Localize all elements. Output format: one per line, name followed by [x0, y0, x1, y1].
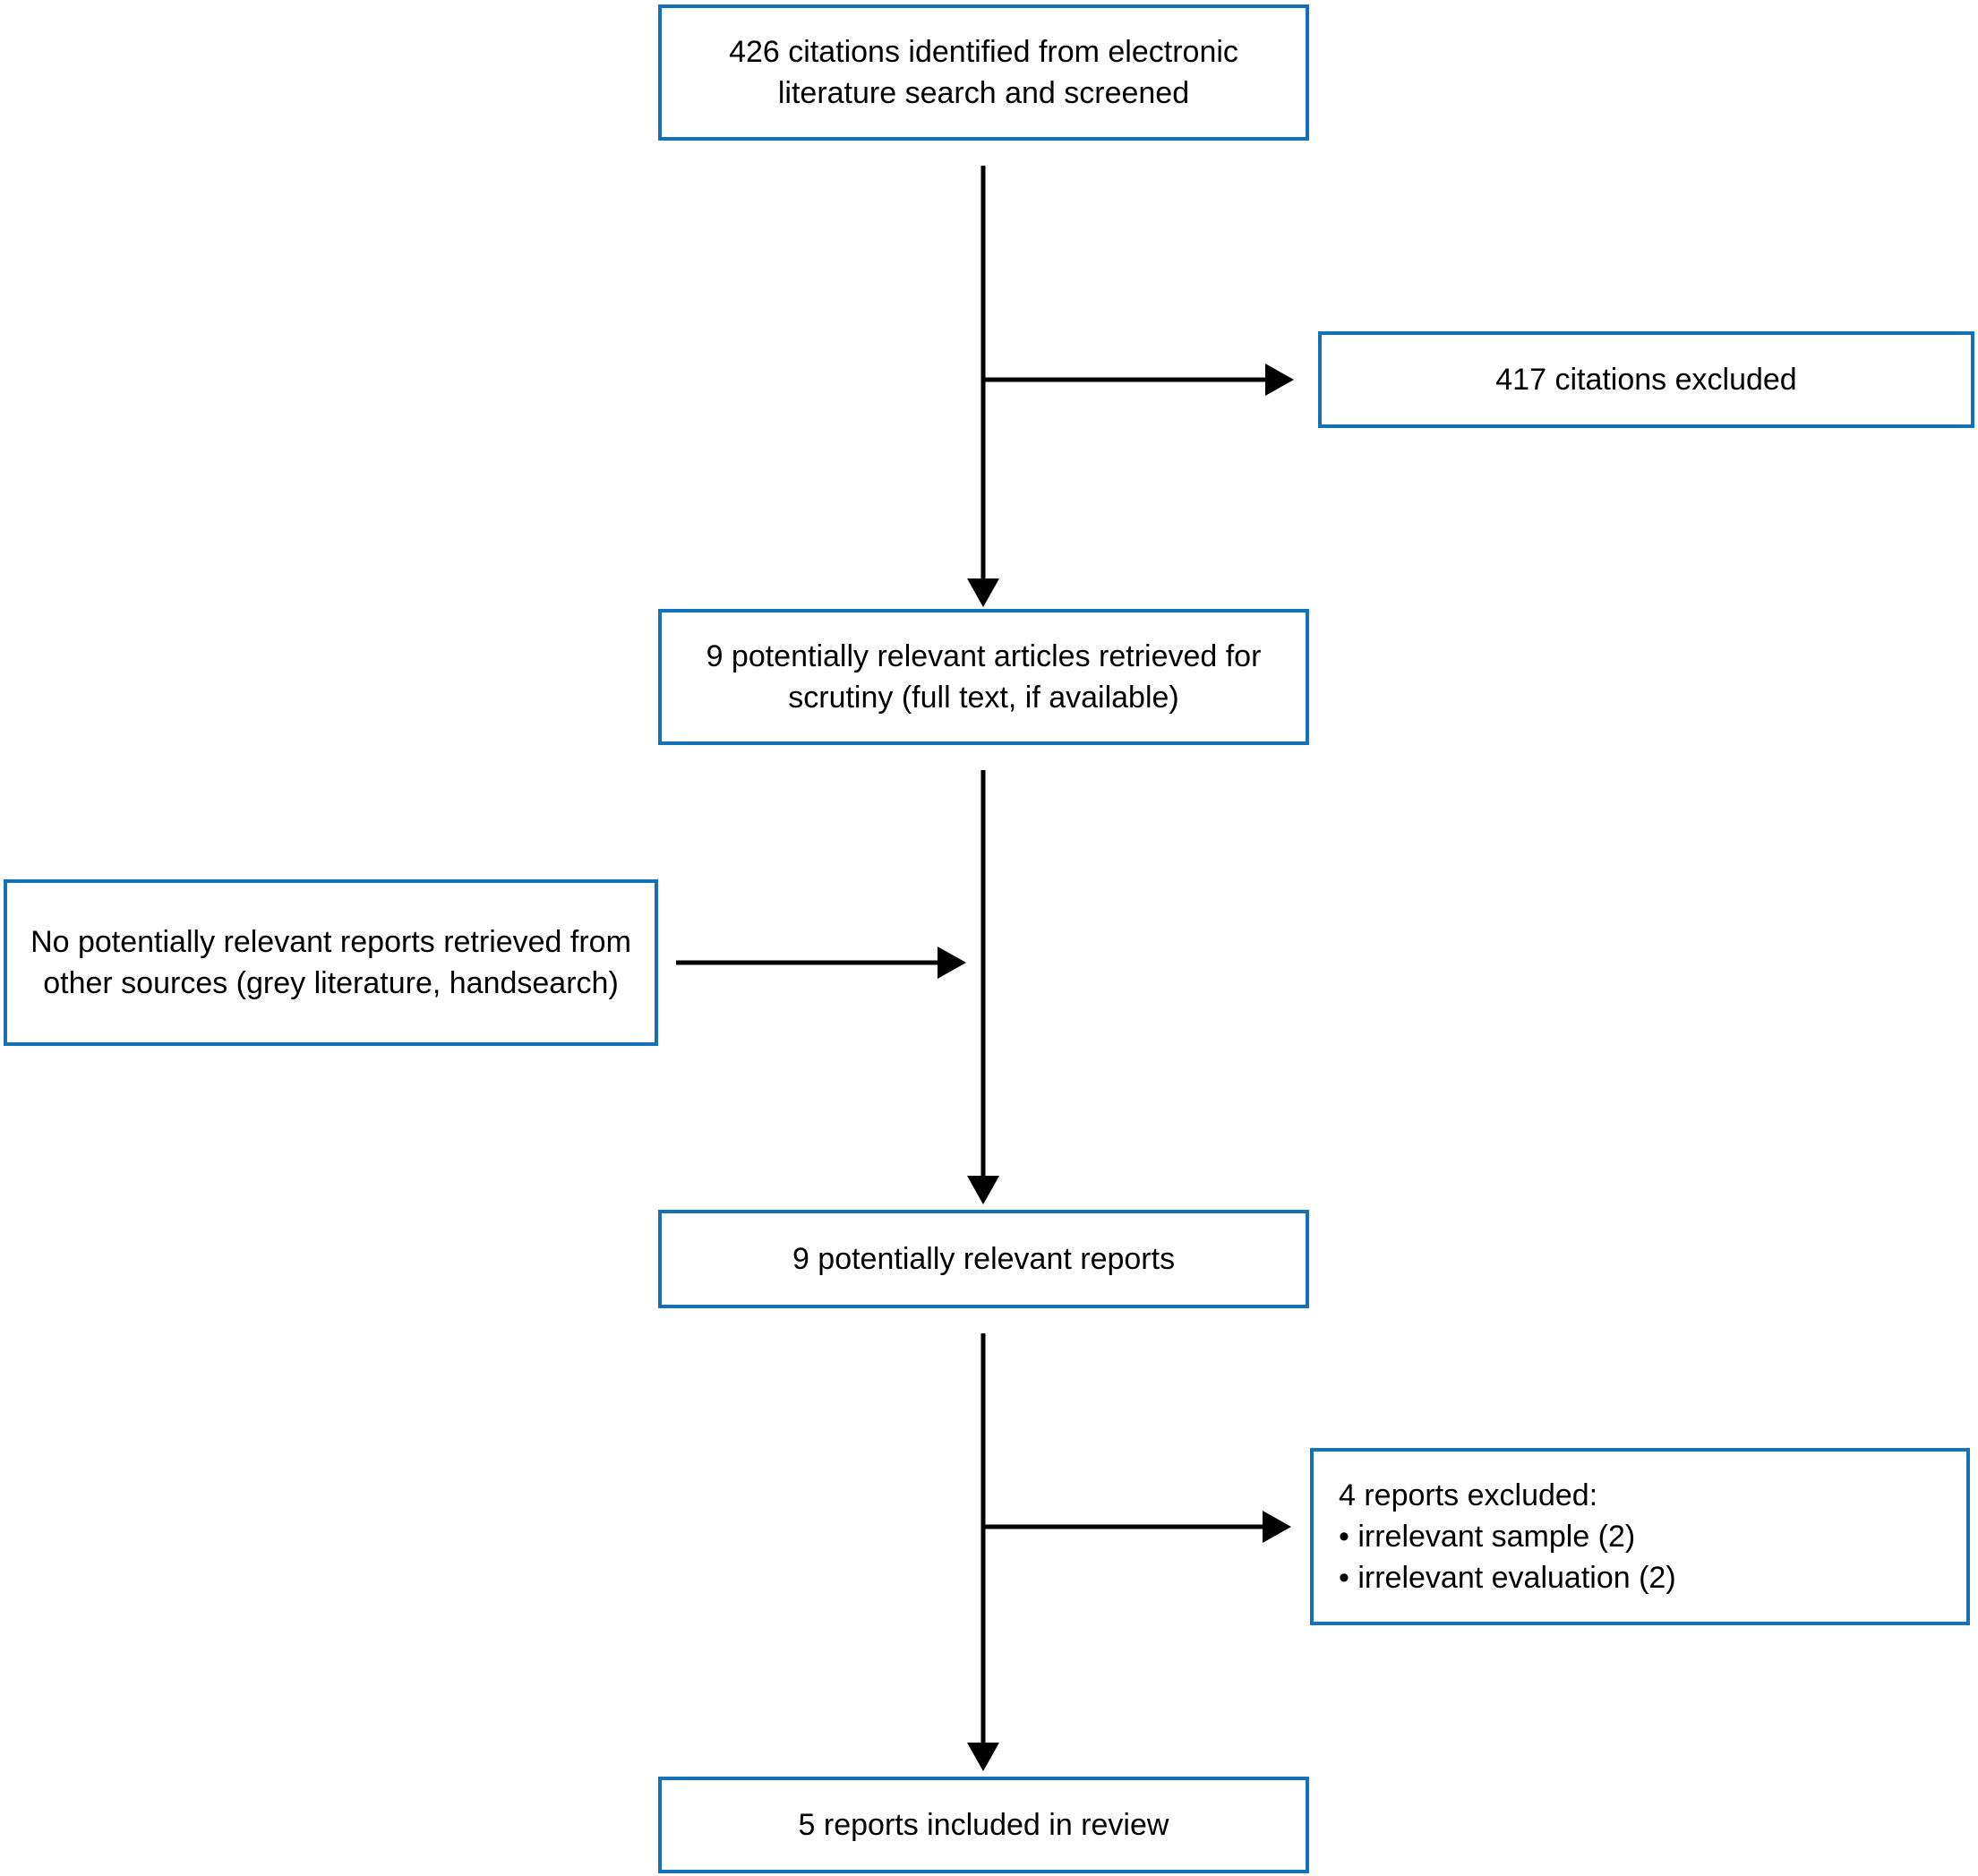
- box-articles-retrieved: 9 potentially relevant articles retrieve…: [658, 609, 1309, 745]
- arrow-other-sources-to-flow: [676, 947, 966, 979]
- box-citations-screened: 426 citations identified from electronic…: [658, 4, 1309, 141]
- box-other-sources: No potentially relevant reports retrieve…: [4, 879, 658, 1046]
- box-reports-included: 5 reports included in review: [658, 1777, 1309, 1873]
- box-citations-screened-text: 426 citations identified from electronic…: [729, 35, 1238, 110]
- box-citations-excluded: 417 citations excluded: [1318, 331, 1974, 428]
- arrowhead-right-icon: [1263, 1511, 1291, 1543]
- arrowhead-right-icon: [1265, 364, 1294, 396]
- box-reports-included-text: 5 reports included in review: [798, 1808, 1169, 1842]
- box-reports-excluded-text: 4 reports excluded: • irrelevant sample …: [1339, 1475, 1945, 1598]
- arrow-screened-to-retrieved: [967, 166, 999, 607]
- reports-excluded-bullet-2: • irrelevant evaluation (2): [1339, 1561, 1676, 1595]
- arrowhead-right-icon: [938, 947, 966, 979]
- arrowhead-down-icon: [967, 578, 999, 607]
- arrow-retrieved-to-reports: [967, 770, 999, 1204]
- reports-excluded-title: 4 reports excluded:: [1339, 1478, 1598, 1512]
- arrow-branch-to-excluded-citations: [983, 364, 1294, 396]
- box-reports-excluded: 4 reports excluded: • irrelevant sample …: [1310, 1448, 1970, 1625]
- box-other-sources-text: No potentially relevant reports retrieve…: [30, 925, 631, 1000]
- box-relevant-reports-text: 9 potentially relevant reports: [792, 1242, 1176, 1276]
- reports-excluded-bullet-1: • irrelevant sample (2): [1339, 1520, 1636, 1554]
- arrowhead-down-icon: [967, 1743, 999, 1771]
- arrow-reports-to-included: [967, 1333, 999, 1771]
- arrowhead-down-icon: [967, 1176, 999, 1204]
- box-articles-retrieved-text: 9 potentially relevant articles retrieve…: [706, 639, 1262, 715]
- box-citations-excluded-text: 417 citations excluded: [1495, 363, 1797, 397]
- box-relevant-reports: 9 potentially relevant reports: [658, 1210, 1309, 1308]
- arrow-branch-to-excluded-reports: [983, 1511, 1291, 1543]
